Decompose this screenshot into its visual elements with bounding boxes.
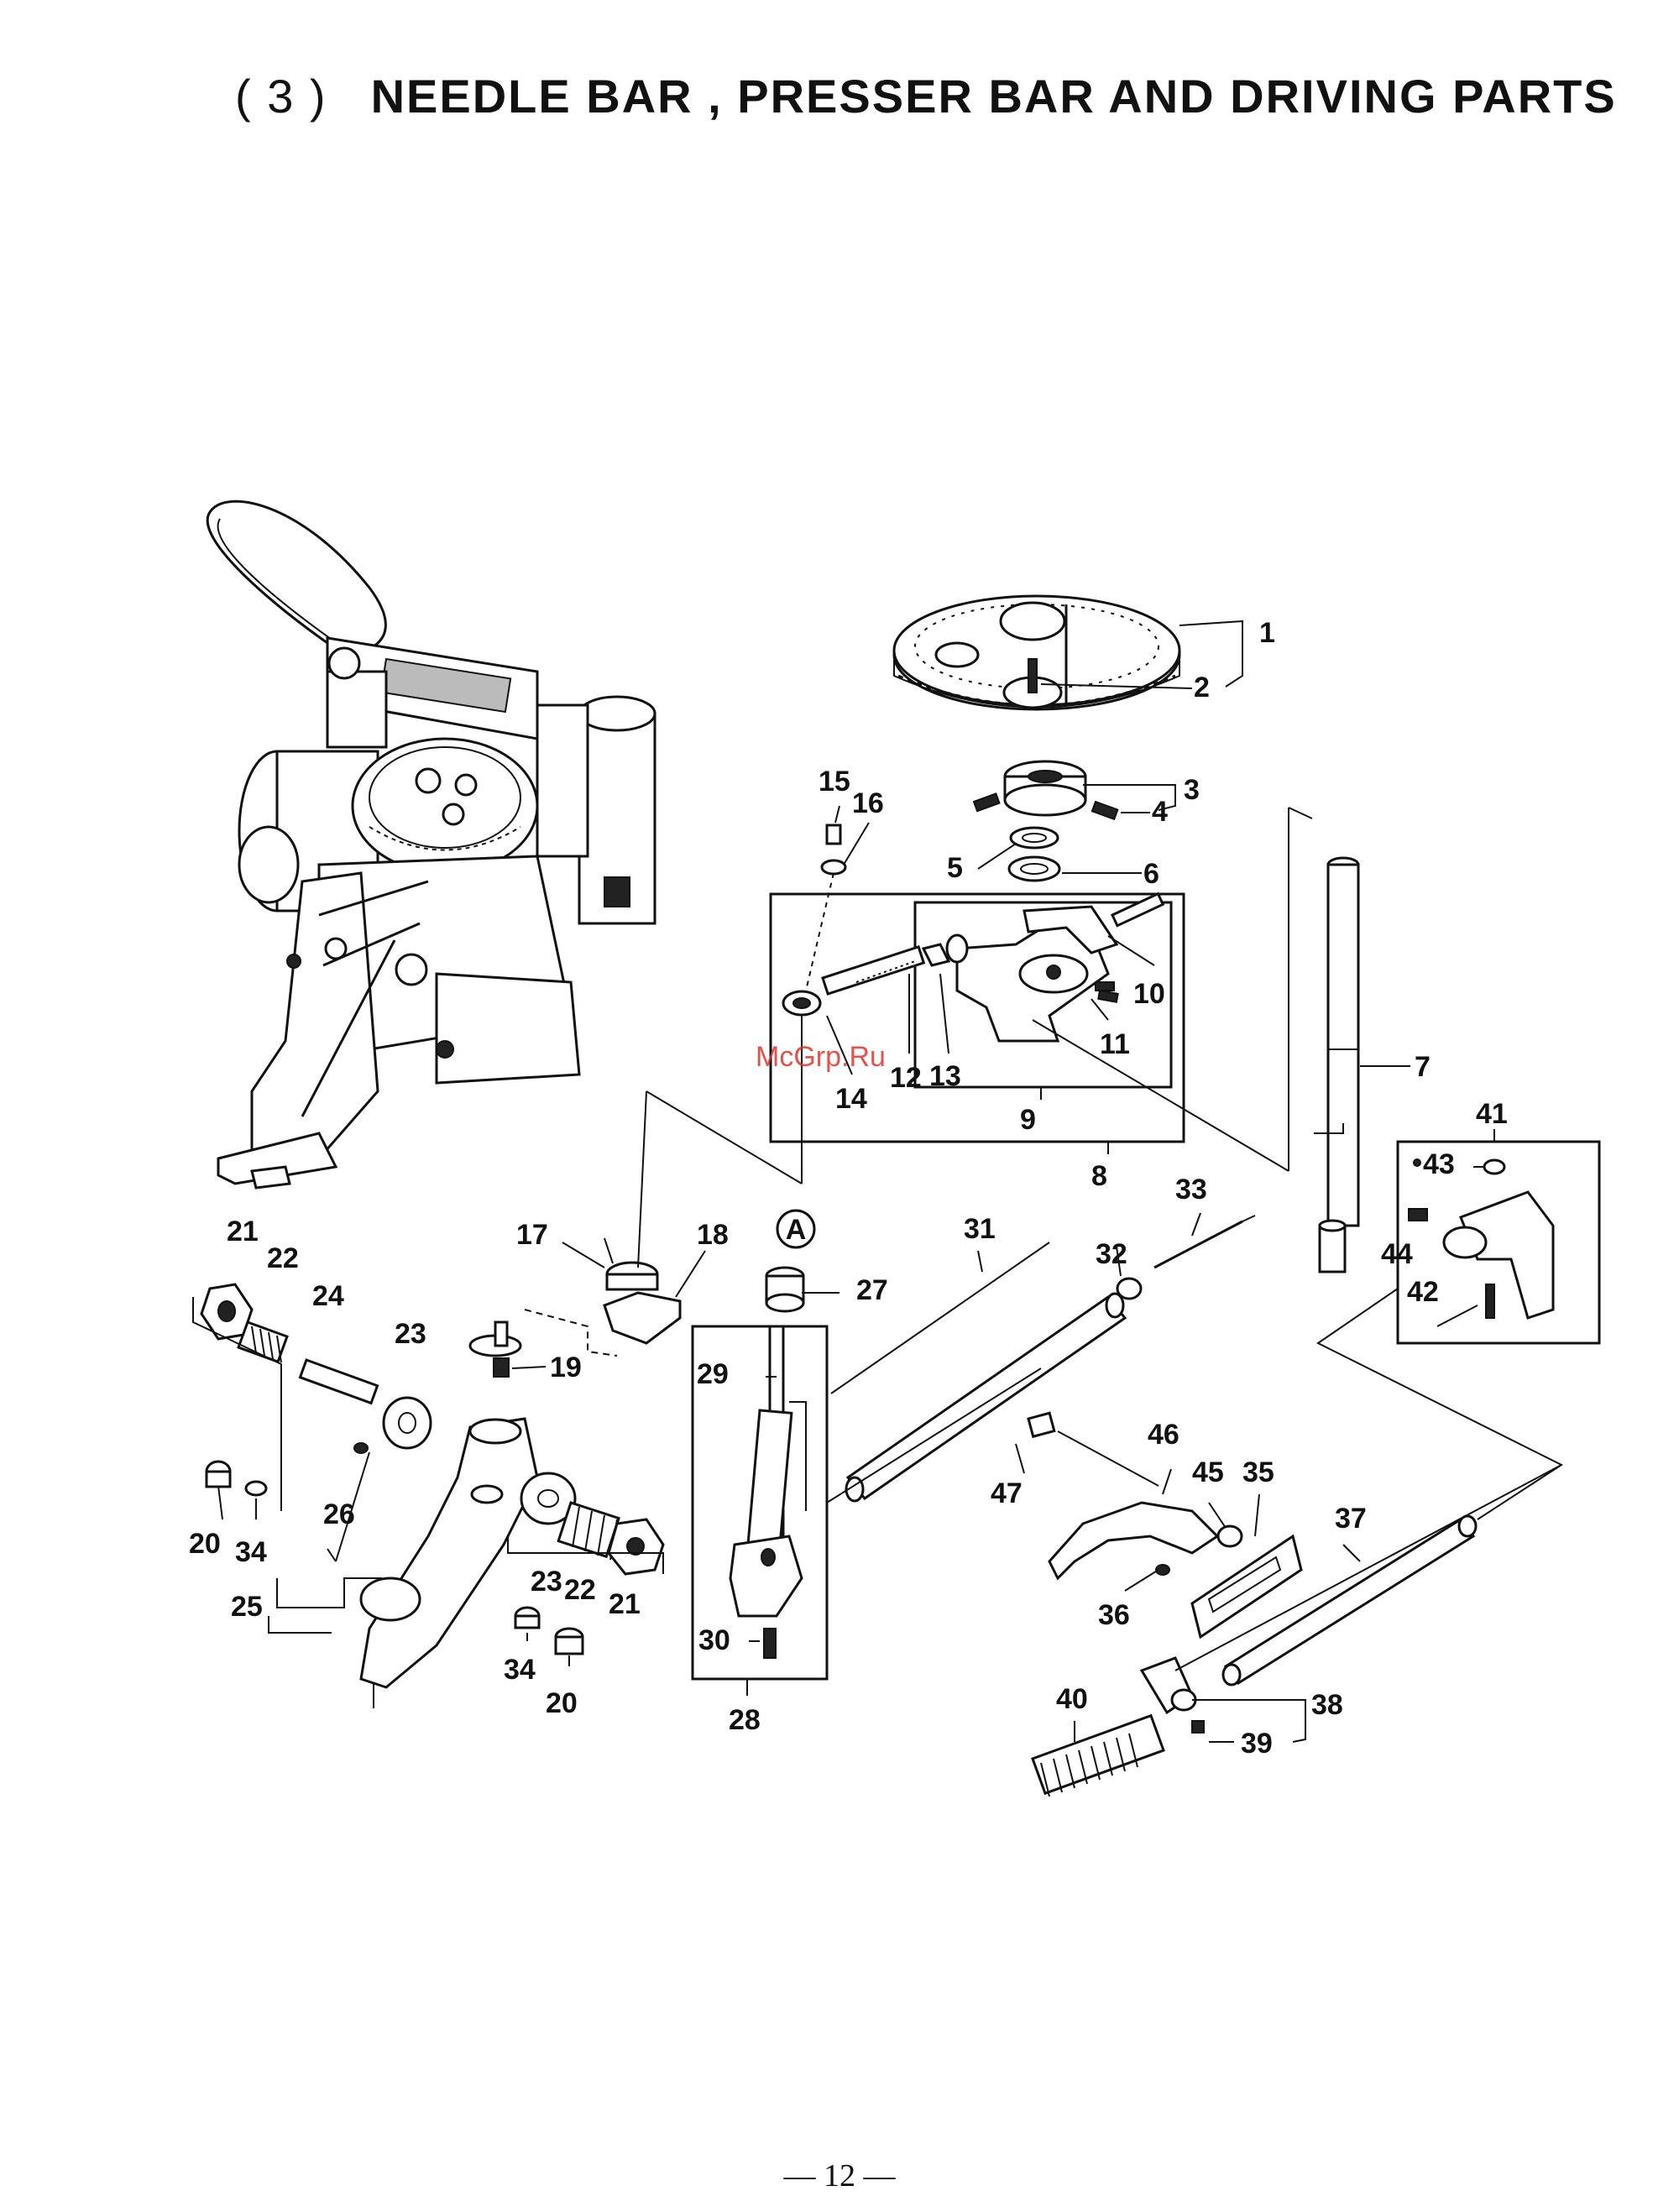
label-part-21-left: 21 — [227, 1216, 259, 1247]
part-shaft-31 — [827, 1216, 1255, 1503]
label-part-22-left: 22 — [267, 1242, 299, 1274]
label-part-47: 47 — [991, 1477, 1023, 1509]
part-needle-bar-group — [693, 1268, 827, 1679]
label-part-34-left: 34 — [235, 1536, 267, 1568]
callout-a: A — [777, 1211, 814, 1247]
label-part-7: 7 — [1415, 1051, 1431, 1083]
label-part-25: 25 — [231, 1591, 263, 1623]
label-part-24: 24 — [312, 1280, 344, 1312]
part-large-gear — [894, 596, 1179, 709]
label-part-19: 19 — [550, 1352, 582, 1383]
label-part-28: 28 — [729, 1704, 761, 1736]
label-part-5: 5 — [947, 852, 963, 884]
part-vertical-rod — [1320, 858, 1358, 1272]
label-part-42: 42 — [1407, 1276, 1439, 1308]
label-part-20-right: 20 — [546, 1687, 578, 1719]
label-part-20-left: 20 — [189, 1528, 221, 1560]
label-part-34-right: 34 — [504, 1654, 536, 1686]
label-part-14: 14 — [835, 1083, 867, 1115]
label-part-6: 6 — [1143, 858, 1159, 890]
label-part-41: 41 — [1476, 1098, 1508, 1130]
label-part-36: 36 — [1098, 1599, 1130, 1631]
part-rod-37 — [1223, 1516, 1476, 1685]
label-part-8: 8 — [1091, 1160, 1107, 1192]
label-part-35: 35 — [1242, 1456, 1274, 1488]
label-part-4: 4 — [1152, 796, 1168, 828]
label-part-26: 26 — [323, 1498, 355, 1530]
label-part-18: 18 — [697, 1219, 729, 1251]
label-part-33: 33 — [1175, 1174, 1207, 1205]
label-part-22-right: 22 — [564, 1574, 596, 1606]
label-part-44: 44 — [1381, 1238, 1413, 1270]
label-part-1: 1 — [1259, 617, 1275, 649]
page-number: — 12 — — [0, 2157, 1679, 2194]
part-spring-set-right — [508, 1473, 663, 1654]
label-part-3: 3 — [1184, 774, 1200, 806]
label-part-46: 46 — [1148, 1419, 1179, 1451]
label-part-30: 30 — [698, 1624, 730, 1656]
label-part-27: 27 — [856, 1274, 888, 1306]
label-part-43: 43 — [1423, 1148, 1455, 1180]
label-part-23-left: 23 — [395, 1318, 426, 1350]
part-washers — [1009, 828, 1059, 881]
label-part-17: 17 — [516, 1219, 548, 1251]
label-part-40: 40 — [1056, 1683, 1088, 1715]
label-part-23-right: 23 — [531, 1566, 562, 1598]
part-spring-40 — [1033, 1658, 1204, 1796]
label-part-2: 2 — [1194, 672, 1210, 703]
label-part-21-right: 21 — [609, 1588, 641, 1620]
label-part-45: 45 — [1192, 1456, 1224, 1488]
label-part-39: 39 — [1241, 1728, 1273, 1760]
label-part-15: 15 — [819, 766, 850, 797]
label-part-16: 16 — [852, 787, 884, 819]
callout-a-text: A — [786, 1214, 807, 1246]
label-part-12: 12 — [890, 1062, 922, 1094]
machine-overview-illustration — [207, 501, 655, 1188]
part-screw-washer — [806, 825, 845, 991]
label-part-9: 9 — [1020, 1104, 1036, 1136]
label-part-37: 37 — [1335, 1503, 1367, 1535]
part-collar — [974, 761, 1117, 819]
watermark-text: McGrp.Ru — [756, 1041, 886, 1073]
label-part-32: 32 — [1096, 1238, 1127, 1270]
label-part-11: 11 — [1100, 1028, 1130, 1060]
label-part-29: 29 — [697, 1358, 729, 1390]
label-part-10: 10 — [1133, 978, 1165, 1010]
part-lever-46 — [1028, 1413, 1242, 1578]
label-part-38: 38 — [1311, 1689, 1343, 1721]
label-part-31: 31 — [964, 1213, 996, 1245]
label-part-13: 13 — [929, 1060, 961, 1092]
part-plate-35 — [1156, 1536, 1301, 1637]
